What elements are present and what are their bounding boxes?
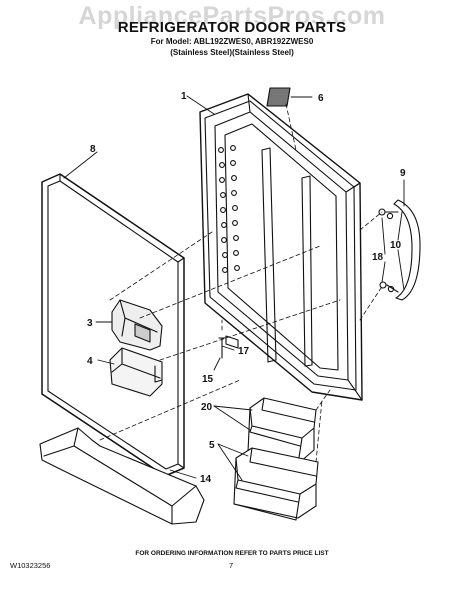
callout-18: 18: [372, 252, 384, 263]
part-3-module: [111, 299, 163, 351]
document-number: W10323256: [10, 561, 51, 570]
parts-10-18-hardware: [378, 208, 399, 293]
callout-3: 3: [87, 318, 93, 329]
watermark: AppliancePartsPros.com: [78, 2, 386, 30]
part-14-rail: [39, 427, 205, 525]
page-number: 7: [229, 561, 234, 570]
part-9-handle: [393, 199, 421, 301]
finish-line: (Stainless Steel)(Stainless Steel): [170, 48, 294, 57]
part-5-bin: [233, 447, 319, 521]
parts-15-17-screw: [218, 335, 239, 359]
page-title: REFRIGERATOR DOOR PARTS: [117, 19, 347, 36]
callout-17: 17: [238, 346, 250, 357]
part-8-gasket: [41, 173, 185, 477]
callout-6: 6: [318, 93, 324, 104]
callout-5: 5: [209, 440, 215, 451]
part-4-bin: [109, 347, 163, 397]
model-line: For Model: ABL192ZWES0, ABR192ZWES0: [150, 37, 314, 46]
part-1-door: [199, 93, 363, 401]
callout-9: 9: [400, 168, 406, 179]
callout-1: 1: [181, 91, 187, 102]
callout-20: 20: [201, 402, 213, 413]
callout-4: 4: [87, 356, 93, 367]
part-6-plate: [266, 87, 291, 107]
callout-14: 14: [200, 474, 212, 485]
callout-10: 10: [390, 240, 402, 251]
ordering-note: FOR ORDERING INFORMATION REFER TO PARTS …: [135, 550, 329, 557]
callout-8: 8: [90, 144, 96, 155]
callout-15: 15: [202, 374, 214, 385]
